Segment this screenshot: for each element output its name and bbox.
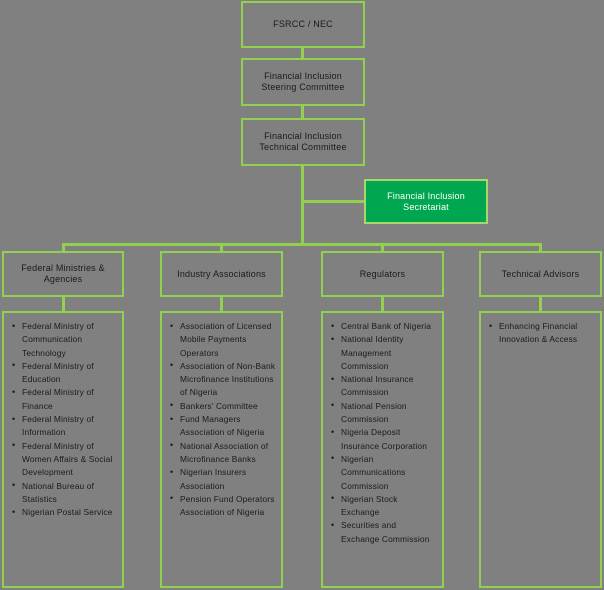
connector-distribution-bus	[62, 243, 542, 246]
node-fsrcc-nec[interactable]: FSRCC / NEC	[241, 1, 365, 48]
member-list-item: Federal Ministry of Finance	[12, 386, 117, 413]
connector-drop-column-4	[539, 243, 542, 253]
member-list-item: Nigerian Communications Commission	[331, 452, 437, 493]
connector-drop-column-3	[381, 243, 384, 253]
connector-technical-spine	[301, 166, 304, 246]
member-list-item: Enhancing Financial Innovation & Access	[489, 320, 595, 347]
member-list: Enhancing Financial Innovation & Access	[486, 320, 595, 347]
connector-drop-column-2	[220, 243, 223, 253]
node-fsrcc-nec-label: FSRCC / NEC	[273, 19, 333, 30]
category-header-label: Industry Associations	[177, 268, 266, 279]
category-header-federal-ministries-agencies[interactable]: Federal Ministries & Agencies	[2, 251, 124, 297]
member-list-item: Federal Ministry of Education	[12, 359, 117, 387]
connector-header-to-list-3	[381, 297, 384, 311]
node-financial-inclusion-secretariat-label: Financial Inclusion Secretariat	[387, 190, 465, 212]
connector-steering-to-technical	[301, 106, 304, 118]
member-list-item: Nigeria Deposit Insurance Corporation	[331, 426, 437, 453]
node-steering-committee[interactable]: Financial Inclusion Steering Committee	[241, 58, 365, 106]
member-list-item: Association of Non-Bank Microfinance Ins…	[170, 359, 276, 400]
member-list-item: National Identity Management Commission	[331, 333, 437, 373]
member-list-item: Securities and Exchange Commission	[331, 519, 437, 546]
member-list-item: Association of Licensed Mobile Payments …	[170, 320, 276, 360]
member-list: Central Bank of NigeriaNational Identity…	[328, 319, 437, 546]
member-list-federal-ministries-agencies[interactable]: Federal Ministry of Communication Techno…	[2, 311, 124, 588]
connector-apex-to-steering	[301, 48, 304, 58]
node-steering-committee-label: Financial Inclusion Steering Committee	[261, 71, 345, 92]
member-list-item: Pension Fund Operators Association of Ni…	[170, 492, 276, 520]
member-list-item: Federal Ministry of Information	[12, 413, 117, 440]
member-list-item: Federal Ministry of Communication Techno…	[12, 320, 117, 360]
member-list-item: National Insurance Commission	[331, 373, 437, 400]
member-list-item: Central Bank of Nigeria	[331, 319, 437, 333]
connector-drop-column-1	[62, 243, 65, 253]
node-technical-committee-label: Financial Inclusion Technical Committee	[259, 131, 347, 152]
member-list-regulators[interactable]: Central Bank of NigeriaNational Identity…	[321, 311, 444, 588]
node-technical-committee[interactable]: Financial Inclusion Technical Committee	[241, 118, 365, 166]
node-financial-inclusion-secretariat[interactable]: Financial Inclusion Secretariat	[364, 179, 488, 224]
member-list-technical-advisors[interactable]: Enhancing Financial Innovation & Access	[479, 311, 602, 588]
member-list: Association of Licensed Mobile Payments …	[167, 320, 276, 519]
member-list-item: Fund Managers Association of Nigeria	[170, 413, 276, 440]
member-list-item: Federal Ministry of Women Affairs & Soci…	[12, 439, 117, 480]
category-header-regulators[interactable]: Regulators	[321, 251, 444, 297]
category-header-label: Technical Advisors	[501, 268, 580, 279]
member-list-item: National Association of Microfinance Ban…	[170, 439, 276, 467]
member-list: Federal Ministry of Communication Techno…	[9, 320, 117, 520]
member-list-item: Nigerian Postal Service	[12, 506, 117, 520]
category-header-label: Federal Ministries & Agencies	[21, 263, 105, 284]
member-list-item: Bankers’ Committee	[170, 399, 276, 413]
connector-header-to-list-1	[62, 297, 65, 311]
member-list-item: National Pension Commission	[331, 399, 437, 427]
category-header-label: Regulators	[359, 268, 406, 279]
member-list-item: Nigerian Stock Exchange	[331, 492, 437, 520]
connector-header-to-list-4	[539, 297, 542, 311]
category-header-technical-advisors[interactable]: Technical Advisors	[479, 251, 602, 297]
member-list-item: Nigerian Insurers Association	[170, 466, 276, 493]
category-header-industry-associations[interactable]: Industry Associations	[160, 251, 283, 297]
member-list-item: National Bureau of Statistics	[12, 479, 117, 507]
connector-spine-to-secretariat	[301, 200, 365, 203]
member-list-industry-associations[interactable]: Association of Licensed Mobile Payments …	[160, 311, 283, 588]
connector-header-to-list-2	[220, 297, 223, 311]
